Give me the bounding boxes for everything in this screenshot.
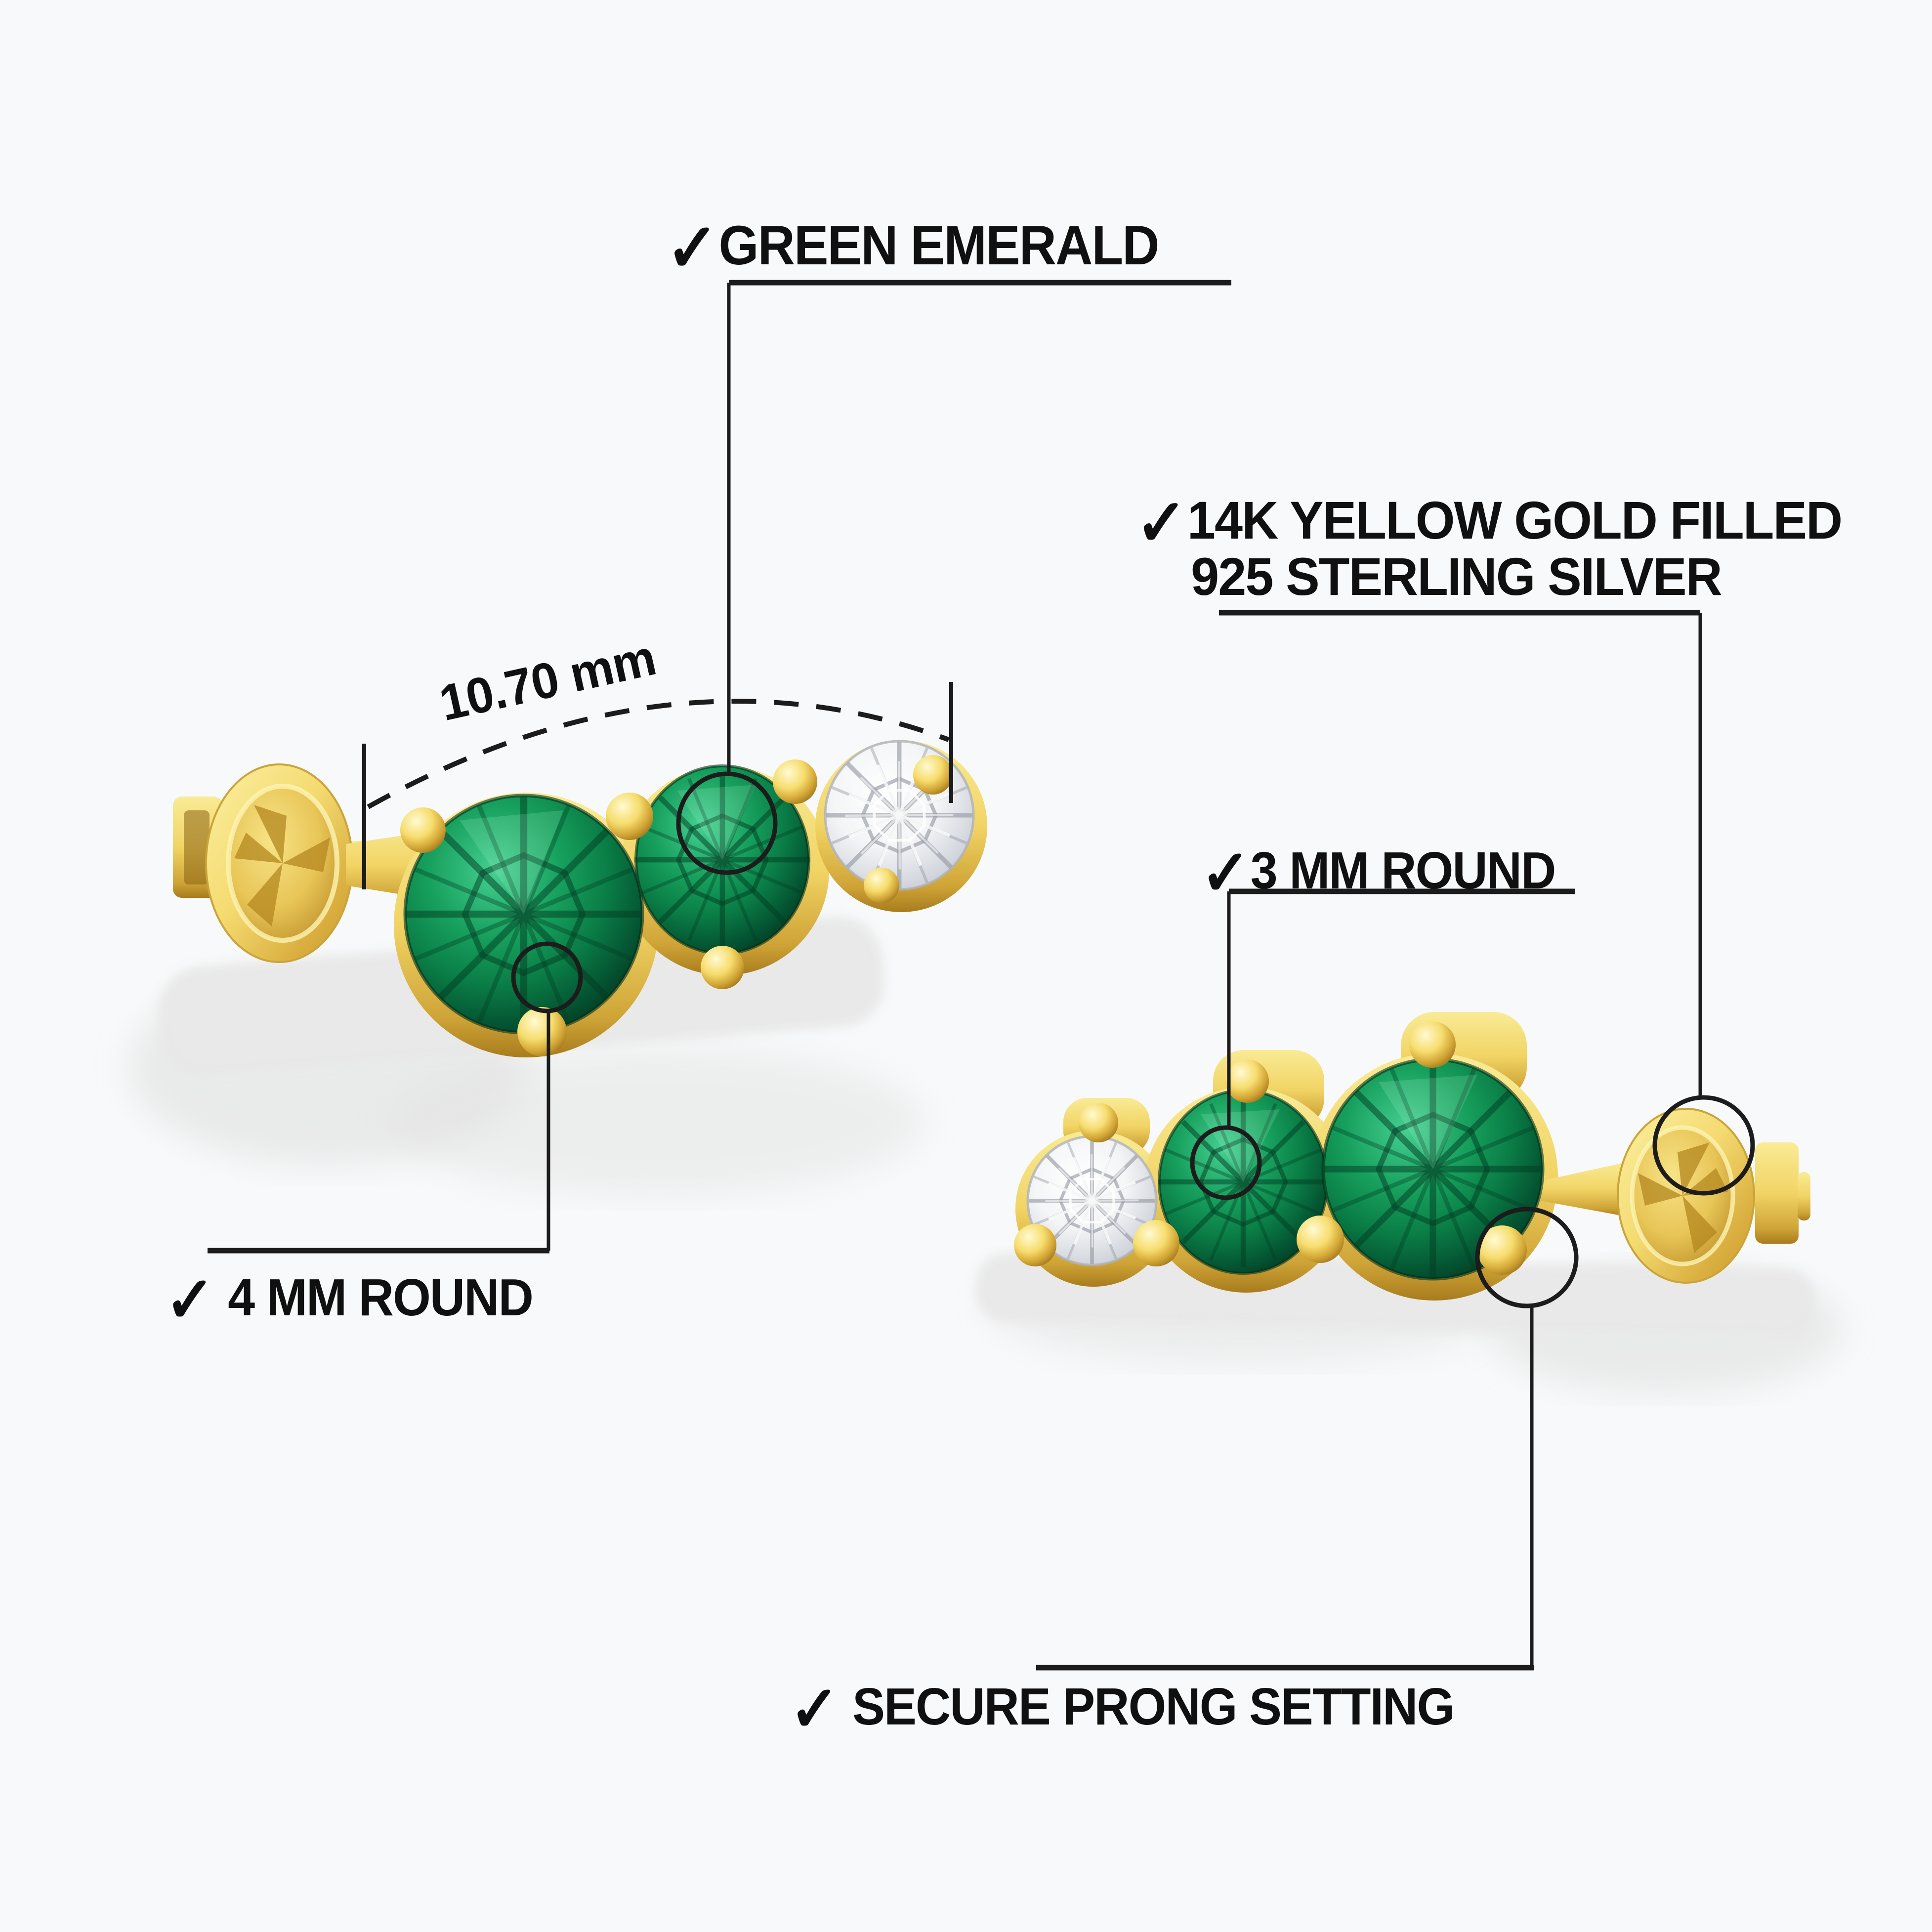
metal-label-line2-text: 925 STERLING SILVER bbox=[1191, 546, 1722, 607]
metal-label: ✓14K YELLOW GOLD FILLED 925 STERLING SIL… bbox=[1135, 490, 1843, 607]
right-post-cone bbox=[1513, 1162, 1627, 1217]
left-screw-back-disc bbox=[205, 763, 353, 963]
large-stone-target-circle bbox=[511, 941, 583, 1013]
metal-label-line1-text: 14K YELLOW GOLD FILLED bbox=[1187, 490, 1843, 550]
right-stone-emerald-large bbox=[1323, 1059, 1543, 1279]
small-stone-label: ✓3 MM ROUND bbox=[1201, 841, 1556, 905]
left-stone-emerald-large bbox=[405, 796, 642, 1033]
setting-label-text: SECURE PRONG SETTING bbox=[852, 1678, 1455, 1736]
gemstone-target-circle bbox=[676, 771, 778, 875]
check-icon: ✓ bbox=[165, 1264, 215, 1336]
check-icon: ✓ bbox=[1201, 837, 1251, 909]
setting-target-circle bbox=[1475, 1207, 1579, 1308]
large-stone-label: ✓4 MM ROUND bbox=[165, 1268, 534, 1332]
small-stone-target-circle bbox=[1190, 1125, 1262, 1200]
small-stone-label-text: 3 MM ROUND bbox=[1250, 841, 1556, 900]
setting-label: ✓SECURE PRONG SETTING bbox=[790, 1677, 1455, 1741]
gemstone-label-text: GREEN EMERALD bbox=[718, 214, 1159, 276]
right-post-end-knob bbox=[1798, 1172, 1810, 1220]
metal-label-line1: ✓14K YELLOW GOLD FILLED bbox=[1135, 490, 1843, 555]
right-earring-illustration bbox=[975, 1012, 1843, 1393]
check-icon: ✓ bbox=[790, 1673, 840, 1745]
check-icon: ✓ bbox=[666, 210, 719, 286]
left-earring-illustration bbox=[128, 740, 987, 1196]
right-screw-back-disc bbox=[1617, 1108, 1755, 1284]
gemstone-label: ✓GREEN EMERALD bbox=[666, 214, 1160, 282]
screw-back-target-circle bbox=[1652, 1095, 1755, 1196]
left-post-end-tab-inner bbox=[184, 810, 210, 884]
large-stone-label-text: 4 MM ROUND bbox=[228, 1268, 534, 1327]
right-post-end-tab bbox=[1755, 1142, 1799, 1244]
check-icon: ✓ bbox=[1135, 486, 1187, 559]
measurement-dashed-arc bbox=[367, 699, 950, 809]
